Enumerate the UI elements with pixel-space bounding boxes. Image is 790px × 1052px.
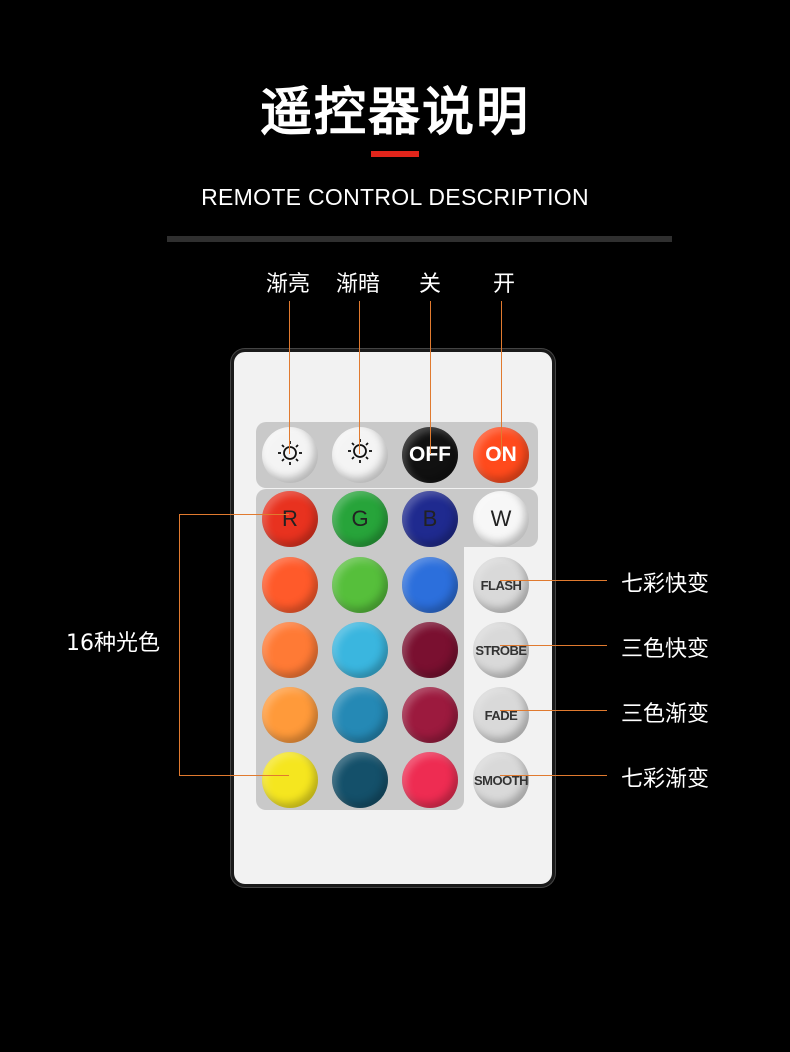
white-button[interactable]: W <box>473 491 529 547</box>
color-button[interactable] <box>332 752 388 808</box>
label-on: 开 <box>493 272 516 297</box>
fade-button[interactable]: FADE <box>473 687 529 743</box>
color-button[interactable] <box>262 557 318 613</box>
sun-up-icon <box>275 437 305 473</box>
divider <box>167 236 672 242</box>
bracket-top <box>179 514 289 515</box>
color-button[interactable] <box>402 687 458 743</box>
callout-line-fade <box>500 710 607 711</box>
callout-line-dim <box>359 301 360 454</box>
dim-button[interactable] <box>332 427 388 483</box>
brighten-button[interactable] <box>262 427 318 483</box>
label-fade: 三色渐变 <box>621 702 710 727</box>
label-flash: 七彩快变 <box>621 572 710 597</box>
smooth-button[interactable]: SMOOTH <box>473 752 529 808</box>
color-button[interactable] <box>262 687 318 743</box>
color-button[interactable] <box>332 687 388 743</box>
color-button[interactable] <box>262 752 318 808</box>
flash-button[interactable]: FLASH <box>473 557 529 613</box>
label-16-colors: 16种光色 <box>66 631 160 656</box>
callout-line-on <box>501 301 502 454</box>
callout-line-smooth <box>500 775 607 776</box>
blue-button[interactable]: B <box>402 491 458 547</box>
sun-down-icon <box>345 437 375 473</box>
label-brighten: 渐亮 <box>266 272 311 297</box>
callout-line-flash <box>500 580 607 581</box>
callout-line-brighten <box>289 301 290 454</box>
bracket-bottom <box>179 775 289 776</box>
color-button[interactable] <box>332 557 388 613</box>
page-subtitle: REMOTE CONTROL DESCRIPTION <box>201 184 589 210</box>
page-title: 遥控器说明 <box>259 83 530 143</box>
color-button[interactable] <box>262 622 318 678</box>
label-dim: 渐暗 <box>336 272 381 297</box>
color-button[interactable] <box>332 622 388 678</box>
remote-control: OFF ON R G B W FLASH STROBE FADE SMOOTH <box>231 349 555 887</box>
red-button[interactable]: R <box>262 491 318 547</box>
color-button[interactable] <box>402 557 458 613</box>
title-accent-bar <box>371 151 419 157</box>
label-strobe: 三色快变 <box>621 637 710 662</box>
green-button[interactable]: G <box>332 491 388 547</box>
color-button[interactable] <box>402 622 458 678</box>
callout-line-strobe <box>500 645 607 646</box>
label-smooth: 七彩渐变 <box>621 767 710 792</box>
color-button[interactable] <box>402 752 458 808</box>
label-off: 关 <box>419 272 442 297</box>
callout-line-off <box>430 301 431 454</box>
strobe-button[interactable]: STROBE <box>473 622 529 678</box>
bracket-vertical <box>179 514 180 775</box>
